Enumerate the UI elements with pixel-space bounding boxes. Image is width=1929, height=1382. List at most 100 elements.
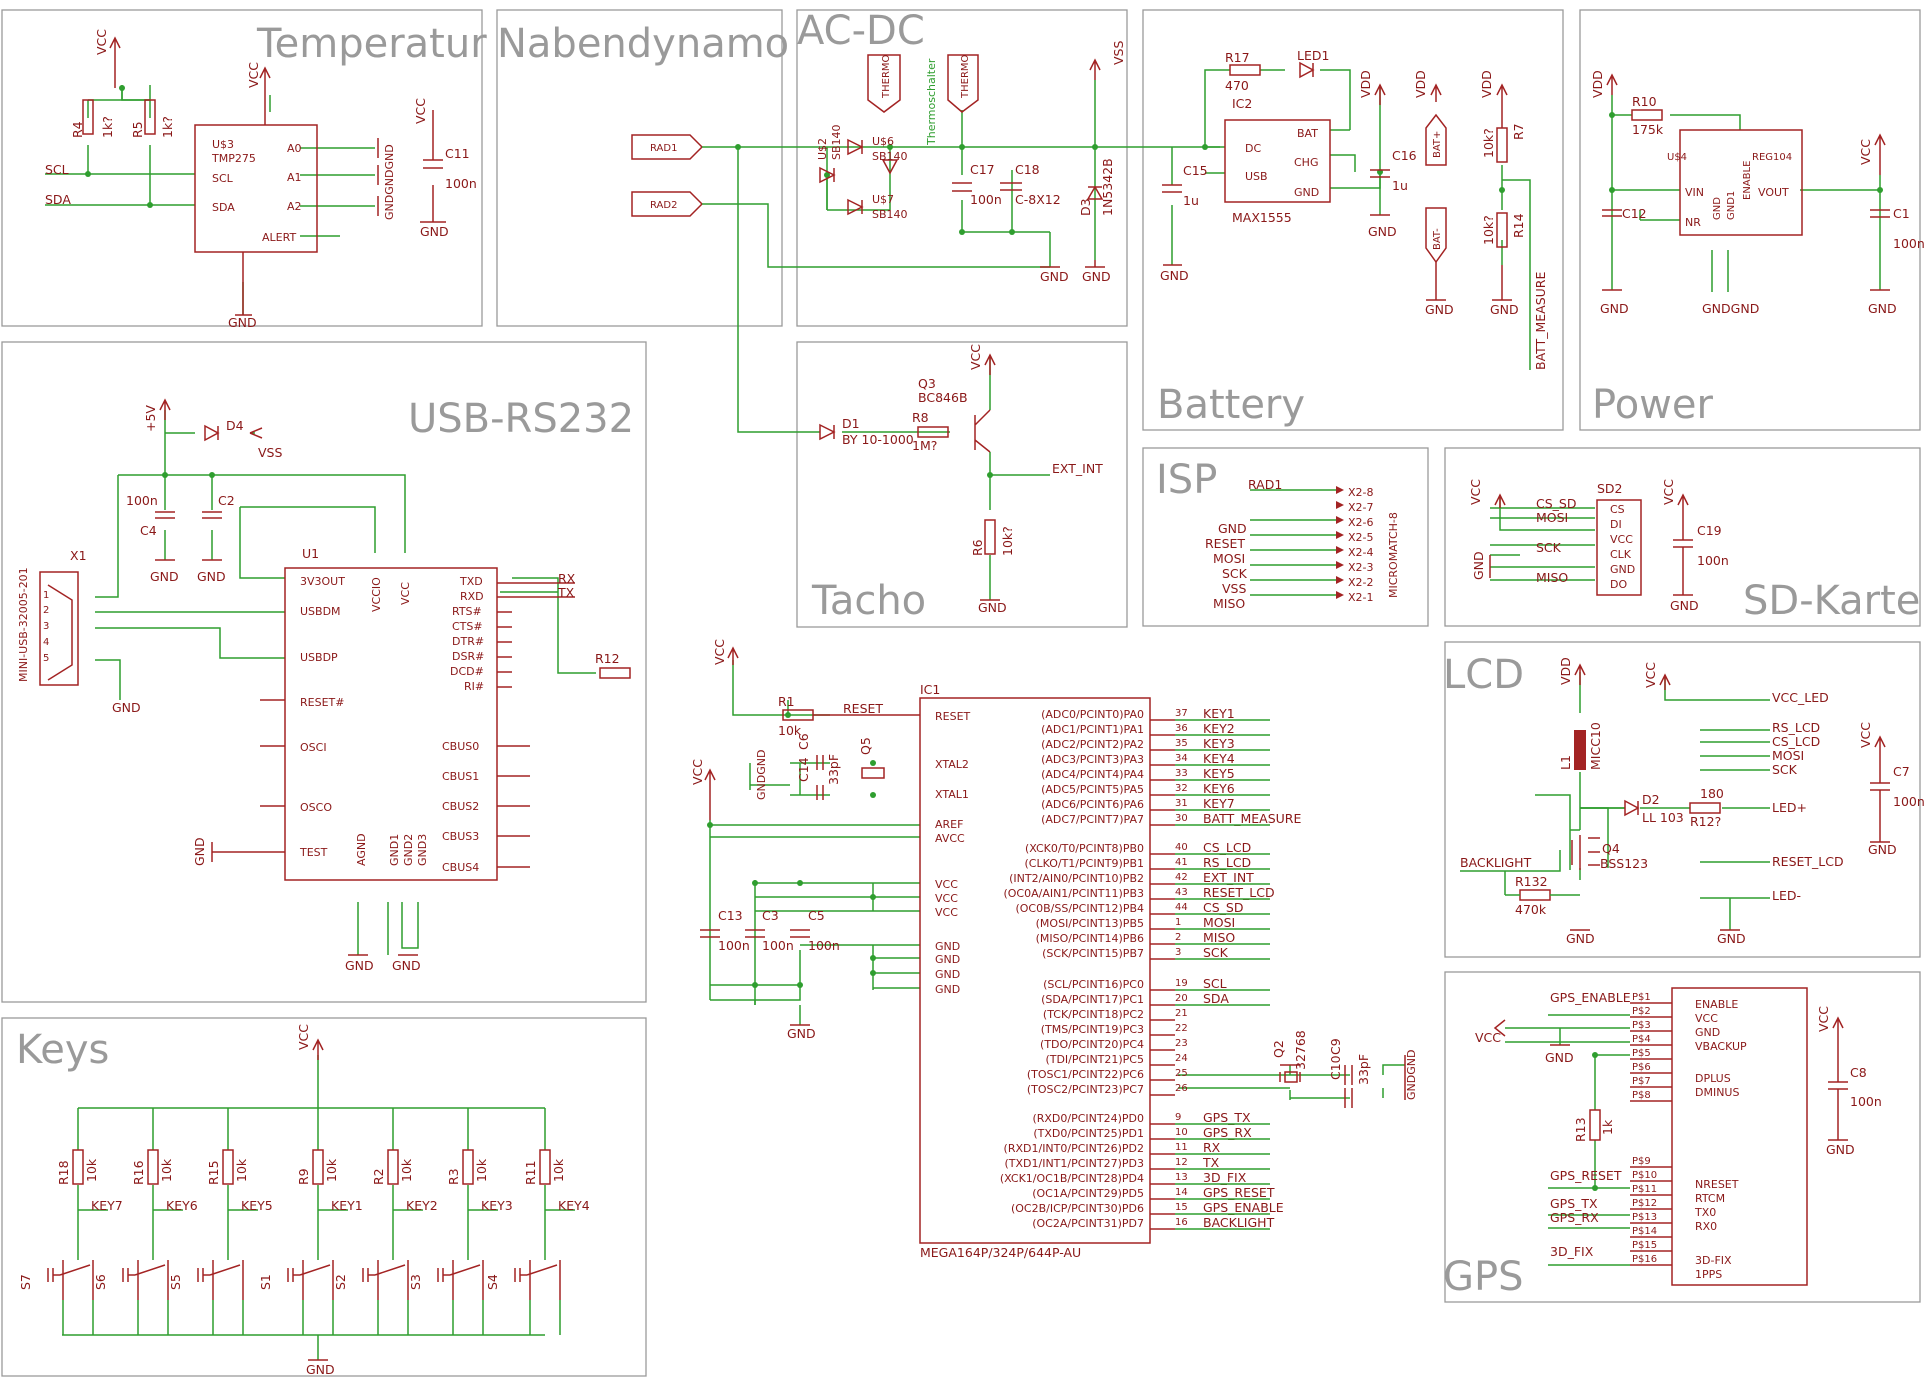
gps-circuit: VCC GND GPS_ENABLE GPS_RESET GPS_TX GPS_… bbox=[1475, 987, 1882, 1286]
svg-text:R13: R13 bbox=[1573, 1117, 1588, 1142]
svg-text:VCC: VCC bbox=[935, 878, 958, 891]
key-net-label: KEY4 bbox=[558, 1198, 590, 1213]
mcu-pin-number: 10 bbox=[1175, 1127, 1188, 1138]
svg-text:TX0: TX0 bbox=[1694, 1206, 1716, 1219]
svg-text:100n: 100n bbox=[1893, 236, 1925, 251]
svg-text:VDD: VDD bbox=[1358, 70, 1373, 98]
title-keys: Keys bbox=[16, 1027, 109, 1073]
svg-text:C14: C14 bbox=[796, 757, 811, 782]
mcu-net-label: KEY3 bbox=[1203, 736, 1235, 751]
svg-text:ALERT: ALERT bbox=[262, 231, 296, 244]
svg-text:GND: GND bbox=[1082, 269, 1111, 284]
svg-text:D2: D2 bbox=[1642, 792, 1660, 807]
title-sd: SD-Karte bbox=[1743, 578, 1920, 624]
svg-text:R17: R17 bbox=[1225, 50, 1250, 65]
svg-text:1k: 1k bbox=[1600, 1119, 1615, 1135]
svg-text:R5: R5 bbox=[130, 121, 145, 138]
mcu-net-label: KEY7 bbox=[1203, 796, 1235, 811]
mcu-pin-function: (OC0A/AIN1/PCINT11)PB3 bbox=[1003, 887, 1144, 900]
svg-text:VCCIO: VCCIO bbox=[370, 577, 383, 612]
mcu-net-label: MISO bbox=[1203, 930, 1235, 945]
mcu-pin-function: (TOSC2/PCINT23)PC7 bbox=[1027, 1083, 1144, 1096]
key-net-label: KEY7 bbox=[91, 1198, 123, 1213]
svg-text:RESET: RESET bbox=[935, 710, 971, 723]
svg-text:VDD: VDD bbox=[1590, 70, 1605, 98]
svg-text:SCK: SCK bbox=[1772, 762, 1798, 777]
mcu-pin-number: 37 bbox=[1175, 708, 1188, 719]
mcu-pin-number: 35 bbox=[1175, 738, 1188, 749]
gps-pin-number: P$9 bbox=[1632, 1156, 1651, 1167]
gps-pin-number: P$14 bbox=[1632, 1226, 1657, 1237]
battery-circuit: R17 470 LED1 IC2 BAT DC CHG USB GND MAX1… bbox=[1160, 48, 1548, 370]
svg-text:X2-3: X2-3 bbox=[1348, 561, 1374, 574]
svg-text:R7: R7 bbox=[1511, 123, 1526, 140]
svg-text:RESET: RESET bbox=[1205, 536, 1245, 551]
svg-text:3: 3 bbox=[43, 621, 49, 632]
key-switch-ref: S2 bbox=[333, 1274, 348, 1290]
svg-text:U$7: U$7 bbox=[872, 193, 894, 206]
svg-text:GND: GND bbox=[150, 569, 179, 584]
svg-text:GND: GND bbox=[197, 569, 226, 584]
svg-text:C8: C8 bbox=[1850, 1065, 1867, 1080]
svg-text:GPS_RX: GPS_RX bbox=[1550, 1210, 1599, 1225]
mcu-pin-number: 2 bbox=[1175, 932, 1181, 943]
mcu-pin-function: (TDI/PCINT21)PC5 bbox=[1045, 1053, 1144, 1066]
svg-text:VCC: VCC bbox=[413, 98, 428, 124]
svg-text:U$3: U$3 bbox=[212, 138, 234, 151]
mcu-pin-function: (ADC4/PCINT4)PA4 bbox=[1041, 768, 1144, 781]
mcu-pin-number: 23 bbox=[1175, 1038, 1188, 1049]
svg-text:A1: A1 bbox=[287, 171, 302, 184]
key-switch-ref: S3 bbox=[408, 1274, 423, 1290]
svg-text:GND: GND bbox=[1868, 842, 1897, 857]
lcd-circuit: VDD L1 MICC10 D2 LL 103 180 R12? Q4 BSS1… bbox=[1460, 657, 1925, 946]
svg-text:Thermoschalter: Thermoschalter bbox=[925, 58, 938, 146]
mcu-net-label: RESET_LCD bbox=[1203, 885, 1275, 900]
svg-text:XTAL1: XTAL1 bbox=[935, 788, 969, 801]
svg-text:GND: GND bbox=[1545, 1050, 1574, 1065]
svg-text:4: 4 bbox=[43, 637, 49, 648]
title-tacho: Tacho bbox=[811, 578, 926, 624]
svg-text:VCC: VCC bbox=[1816, 1006, 1831, 1032]
gps-pin-number: P$7 bbox=[1632, 1076, 1651, 1087]
svg-text:100n: 100n bbox=[1893, 794, 1925, 809]
svg-text:10k?: 10k? bbox=[1000, 526, 1015, 556]
svg-text:AREF: AREF bbox=[935, 818, 963, 831]
svg-text:USB: USB bbox=[1245, 170, 1268, 183]
key-resistor-ref: R11 bbox=[523, 1160, 538, 1185]
svg-text:VCC: VCC bbox=[296, 1024, 311, 1050]
svg-text:CS: CS bbox=[1610, 503, 1625, 516]
svg-text:GPS_TX: GPS_TX bbox=[1550, 1196, 1598, 1211]
svg-text:R8: R8 bbox=[912, 410, 929, 425]
svg-text:BAT+: BAT+ bbox=[1432, 131, 1443, 158]
mcu-net-label: MOSI bbox=[1203, 915, 1235, 930]
mcu-net-label: GPS_ENABLE bbox=[1203, 1200, 1284, 1215]
svg-text:X2-1: X2-1 bbox=[1348, 591, 1374, 604]
svg-text:RX: RX bbox=[558, 571, 576, 586]
svg-text:R14: R14 bbox=[1511, 213, 1526, 238]
key-net-label: KEY6 bbox=[166, 1198, 198, 1213]
svg-text:VCC: VCC bbox=[968, 344, 983, 370]
svg-text:GND: GND bbox=[935, 968, 960, 981]
svg-text:GNDGNDGND: GNDGNDGND bbox=[383, 144, 396, 220]
mcu-pin-function: (ADC0/PCINT0)PA0 bbox=[1041, 708, 1144, 721]
svg-text:VCC: VCC bbox=[1858, 139, 1873, 165]
svg-text:VSS: VSS bbox=[1222, 581, 1246, 596]
svg-text:MOSI: MOSI bbox=[1213, 551, 1245, 566]
mcu-pin-function: (MOSI/PCINT13)PB5 bbox=[1036, 917, 1144, 930]
sd-circuit: VCC GND CS_SD MOSI SCK MISO SD2 CS DI VC… bbox=[1468, 479, 1729, 613]
svg-text:DC: DC bbox=[1245, 142, 1261, 155]
svg-text:VSS: VSS bbox=[1111, 41, 1126, 65]
svg-text:OSCO: OSCO bbox=[300, 801, 332, 814]
svg-text:A2: A2 bbox=[287, 200, 302, 213]
mcu-pin-number: 25 bbox=[1175, 1068, 1188, 1079]
gps-pin-number: P$15 bbox=[1632, 1240, 1657, 1251]
svg-text:VCC: VCC bbox=[712, 639, 727, 665]
svg-text:BAT-: BAT- bbox=[1432, 228, 1443, 250]
gps-pin-number: P$8 bbox=[1632, 1090, 1651, 1101]
svg-text:LL 103: LL 103 bbox=[1642, 810, 1684, 825]
svg-text:MICC10: MICC10 bbox=[1588, 722, 1603, 770]
mcu-pin-number: 31 bbox=[1175, 798, 1188, 809]
svg-text:GND: GND bbox=[1695, 1026, 1720, 1039]
